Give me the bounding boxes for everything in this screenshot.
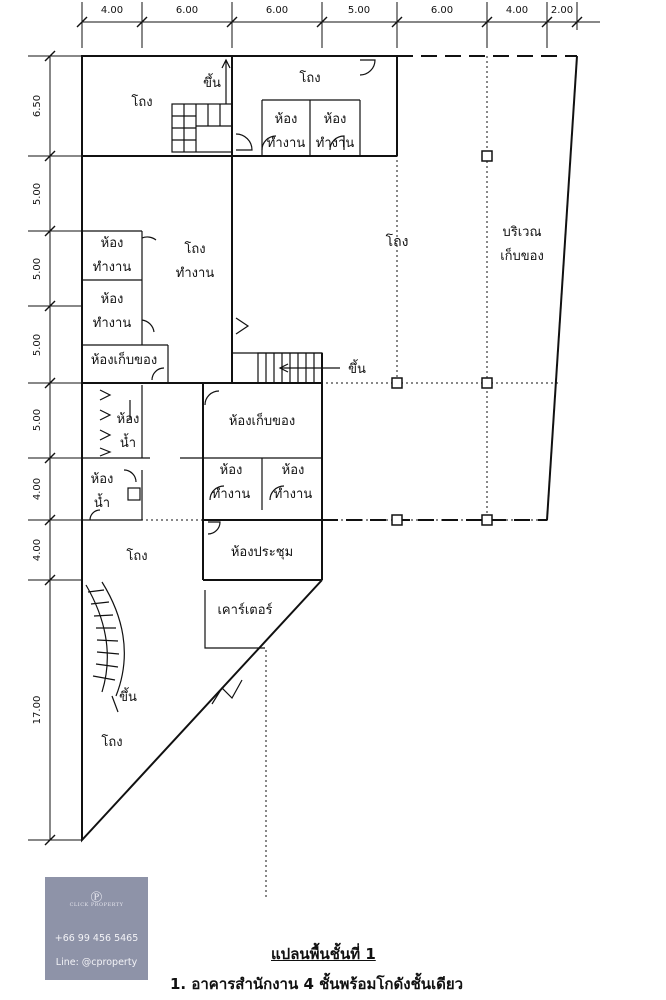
- label-office-e-2: ทำงาน: [212, 487, 251, 502]
- label-office-d-2: ทำงาน: [93, 316, 132, 331]
- outer-walls: [81, 55, 578, 843]
- left-dimension-chain: 6.50 5.00 5.00 5.00 5.00 4.00 4.00 17.00: [28, 50, 82, 846]
- label-hall-lobby: โถง: [126, 548, 147, 564]
- label-storage-area-2: เก็บของ: [500, 246, 544, 264]
- label-toilet-a-2: น้ำ: [120, 433, 136, 451]
- dim-top-2: 6.00: [176, 5, 198, 16]
- label-office-a-1: ห้อง: [275, 112, 298, 127]
- dim-top-3: 6.00: [266, 5, 288, 16]
- dim-left-6: 4.00: [32, 478, 43, 500]
- dim-top-5: 6.00: [431, 5, 453, 16]
- dim-top-4: 5.00: [348, 5, 370, 16]
- watermark-phone: +66 99 456 5465: [54, 933, 139, 944]
- label-toilet-a-1: ห้อง: [117, 412, 140, 427]
- columns: [391, 150, 493, 526]
- label-counter: เคาร์เตอร์: [217, 602, 272, 618]
- stair-middle: [257, 352, 340, 384]
- label-office-e-1: ห้อง: [220, 463, 243, 478]
- label-storeroom-center: ห้องเก็บของ: [229, 411, 295, 429]
- label-office-hall-1: โถง: [184, 241, 205, 257]
- label-office-c-1: ห้อง: [101, 236, 124, 251]
- dim-top-6: 4.00: [506, 5, 528, 16]
- label-toilet-b-1: ห้อง: [91, 472, 114, 487]
- dim-left-1: 6.50: [32, 95, 43, 117]
- label-stair-up-middle: ขึ้น: [348, 359, 366, 377]
- label-office-f-1: ห้อง: [282, 463, 305, 478]
- label-hall-top-left: โถง: [131, 94, 152, 110]
- dim-left-4: 5.00: [32, 334, 43, 356]
- watermark-badge: ℗ CLICK PROPERTY +66 99 456 5465 Line: @…: [45, 877, 148, 980]
- watermark-logo-icon: ℗: [90, 887, 103, 906]
- watermark-line-id: Line: @cproperty: [55, 957, 138, 968]
- room-labels: โถง โถง ห้อง ทำงาน ห้อง ทำงาน ขึ้น ห้อง …: [91, 70, 544, 750]
- watermark-brand: CLICK PROPERTY: [69, 902, 124, 908]
- dim-top-7: 2.00: [551, 5, 573, 16]
- dim-left-8: 17.00: [32, 696, 43, 725]
- dim-left-3: 5.00: [32, 258, 43, 280]
- label-office-hall-2: ทำงาน: [176, 266, 215, 281]
- door-swings: [89, 59, 376, 705]
- label-toilet-b-2: น้ำ: [94, 493, 110, 511]
- top-dimension-chain: 4.00 6.00 6.00 5.00 6.00 4.00 2.00: [76, 2, 600, 48]
- building-title: 1. อาคารสำนักงาน 4 ชั้นพร้อมโกดังชั้นเดี…: [170, 975, 464, 993]
- toilet-fixtures: [99, 389, 141, 501]
- label-office-a-2: ทำงาน: [267, 136, 306, 151]
- interior-walls: [82, 56, 398, 649]
- label-office-b-1: ห้อง: [324, 112, 347, 127]
- label-hall-warehouse: โถง: [386, 233, 409, 250]
- stair-top: [171, 58, 233, 153]
- label-stair-up-curved: ขึ้น: [119, 687, 137, 705]
- grid-lines: [56, 56, 560, 900]
- dim-left-2: 5.00: [32, 183, 43, 205]
- label-office-b-2: ทำงาน: [316, 136, 355, 151]
- label-office-c-2: ทำงาน: [93, 260, 132, 275]
- stair-curved: [85, 581, 125, 713]
- label-hall-top-right: โถง: [299, 70, 320, 86]
- label-meeting-room: ห้องประชุม: [231, 545, 293, 560]
- label-office-f-2: ทำงาน: [274, 487, 313, 502]
- dim-left-5: 5.00: [32, 409, 43, 431]
- plan-title: แปลนพื้นชั้นที่ 1: [271, 945, 376, 963]
- dim-left-7: 4.00: [32, 539, 43, 561]
- label-office-d-1: ห้อง: [101, 292, 124, 307]
- label-hall-bottom: โถง: [101, 734, 122, 750]
- label-storage-area-1: บริเวณ: [502, 225, 541, 240]
- label-storeroom-left: ห้องเก็บของ: [91, 350, 157, 368]
- label-stair-up-top: ขึ้น: [203, 73, 221, 91]
- dim-top-1: 4.00: [101, 5, 123, 16]
